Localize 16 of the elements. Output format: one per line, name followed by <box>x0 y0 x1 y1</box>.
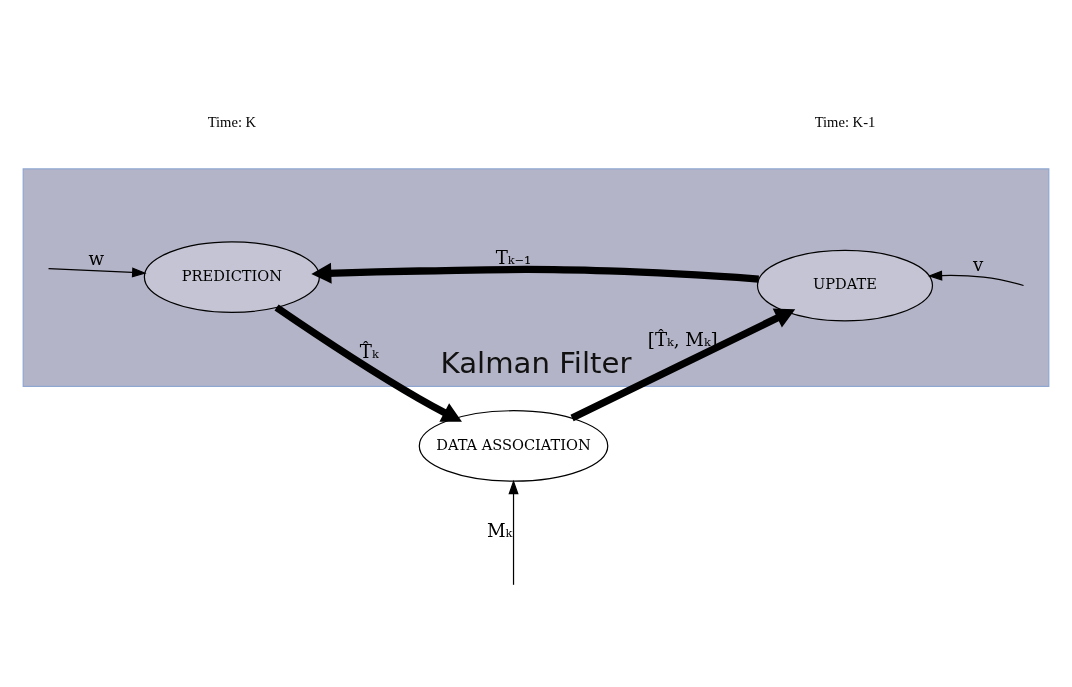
arrow <box>274 304 462 422</box>
arrow <box>927 270 1025 287</box>
arrow <box>508 479 519 586</box>
label: Time: K-1 <box>814 113 876 130</box>
edge-label: v <box>972 253 984 275</box>
node-ellipse: UPDATE <box>756 249 934 322</box>
edge-label: Tₖ₋₁ <box>495 246 532 268</box>
edge-label: T̂ₖ <box>359 341 379 363</box>
node-ellipse: DATA ASSOCIATION <box>418 410 609 482</box>
node-ellipse: PREDICTION <box>143 241 320 313</box>
arrow <box>47 267 147 278</box>
arrow <box>311 262 759 284</box>
edge-label: Mₖ <box>486 520 513 542</box>
label: Time: K <box>207 113 257 130</box>
edge-label: w <box>88 247 105 269</box>
arrow <box>570 308 796 422</box>
